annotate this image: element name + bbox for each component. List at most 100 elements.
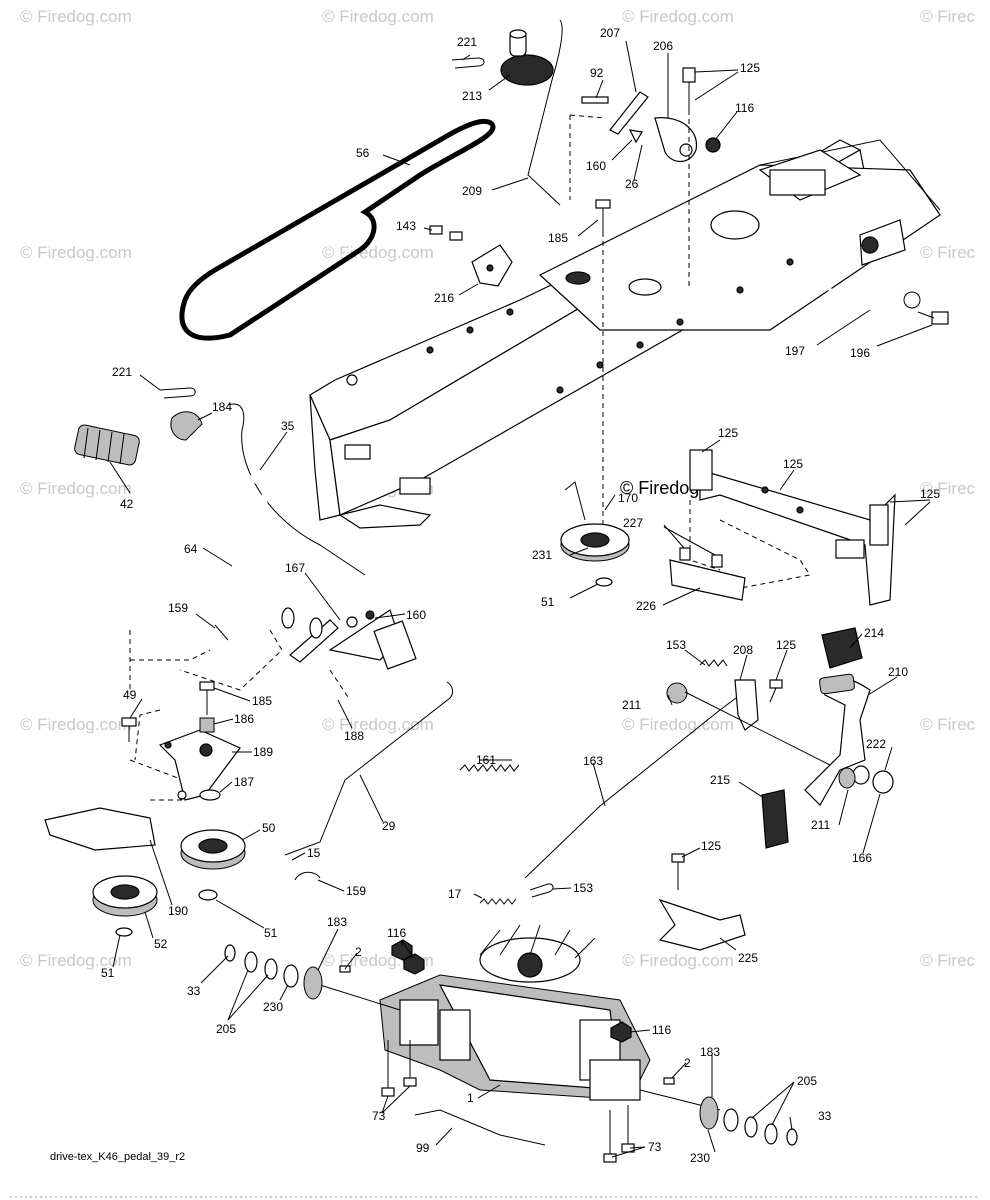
watermark-text: © Firedog.com bbox=[322, 715, 434, 734]
link-167 bbox=[281, 607, 417, 670]
callout-26: 26 bbox=[625, 177, 639, 191]
callout-125: 125 bbox=[701, 839, 721, 853]
callout-166: 166 bbox=[852, 851, 872, 865]
nut-51-top bbox=[595, 577, 613, 587]
callout-183: 183 bbox=[327, 915, 347, 929]
callout-125: 125 bbox=[718, 426, 738, 440]
clip-221-top bbox=[451, 57, 485, 69]
watermark-text: © Firec bbox=[920, 243, 976, 262]
transaxle-1 bbox=[319, 924, 721, 1111]
callout-2: 2 bbox=[355, 945, 362, 959]
callout-116: 116 bbox=[387, 926, 406, 940]
callout-143: 143 bbox=[396, 219, 416, 233]
part-drawings bbox=[44, 19, 949, 1163]
callout-29: 29 bbox=[382, 819, 396, 833]
callout-116: 116 bbox=[652, 1023, 671, 1037]
watermark-text: © Firedog.com bbox=[622, 715, 734, 734]
callout-153: 153 bbox=[573, 881, 593, 895]
callout-51: 51 bbox=[264, 926, 278, 940]
bracket-216 bbox=[429, 225, 513, 287]
washer-187 bbox=[199, 789, 221, 801]
callout-labels: 221 213 207 206 125 92 116 56 160 26 209… bbox=[101, 26, 940, 1165]
callout-185: 185 bbox=[252, 694, 272, 708]
callout-185: 185 bbox=[548, 231, 568, 245]
callout-51: 51 bbox=[541, 595, 555, 609]
callout-64: 64 bbox=[184, 542, 198, 556]
lift-rod-209 bbox=[527, 19, 563, 206]
grip-42 bbox=[74, 424, 140, 466]
callout-222: 222 bbox=[866, 737, 886, 751]
watermark-text: © Firec bbox=[920, 715, 976, 734]
pin-159 bbox=[214, 624, 229, 641]
pulley-52 bbox=[92, 875, 158, 917]
bolt-185-top bbox=[595, 199, 611, 232]
axle-hardware-right bbox=[610, 1021, 798, 1146]
mount-bracket bbox=[689, 449, 896, 606]
watermark-text: © Firec bbox=[920, 7, 976, 26]
rod-29 bbox=[284, 681, 454, 856]
bolt-125-upper-pedal bbox=[769, 679, 783, 703]
callout-99: 99 bbox=[416, 1141, 430, 1155]
tractor-frame bbox=[309, 139, 941, 529]
callout-17: 17 bbox=[448, 887, 462, 901]
watermark-text: © Firedog.com bbox=[20, 951, 132, 970]
callout-125: 125 bbox=[776, 638, 796, 652]
callout-230: 230 bbox=[263, 1000, 283, 1014]
watermark-text: © Firedog.com bbox=[20, 243, 132, 262]
callout-205: 205 bbox=[797, 1074, 817, 1088]
bolt-125-lower bbox=[671, 853, 685, 890]
linkage-207-206 bbox=[581, 67, 721, 163]
callout-92: 92 bbox=[590, 66, 604, 80]
idler-bracket-189 bbox=[158, 729, 241, 801]
pedal-pad-214 bbox=[821, 627, 863, 669]
callout-188: 188 bbox=[344, 729, 364, 743]
drive-belt-56 bbox=[179, 118, 496, 341]
pedal-shaft bbox=[684, 691, 841, 771]
callout-216: 216 bbox=[434, 291, 454, 305]
callout-221: 221 bbox=[457, 35, 477, 49]
watermark-text: © Firec bbox=[920, 951, 976, 970]
callout-225: 225 bbox=[738, 951, 758, 965]
pulley-231 bbox=[560, 481, 630, 562]
callout-33: 33 bbox=[818, 1109, 832, 1123]
washer-222 bbox=[852, 765, 870, 785]
spring-17 bbox=[479, 898, 517, 905]
callout-167: 167 bbox=[285, 561, 305, 575]
dashed-guides bbox=[129, 110, 811, 840]
bracket-225 bbox=[658, 898, 746, 951]
callout-189: 189 bbox=[253, 745, 273, 759]
watermark-text: © Firec bbox=[920, 479, 976, 498]
callout-116: 116 bbox=[735, 101, 754, 115]
callout-159: 159 bbox=[346, 884, 366, 898]
watermark-text: © Firedog.com bbox=[622, 7, 734, 26]
bolt-49 bbox=[121, 717, 137, 742]
watermark-text: © Firedog.com bbox=[622, 951, 734, 970]
callout-211: 211 bbox=[622, 698, 641, 712]
callout-15: 15 bbox=[307, 846, 321, 860]
callout-56: 56 bbox=[356, 146, 370, 160]
callout-213: 213 bbox=[462, 89, 482, 103]
callout-73: 73 bbox=[648, 1140, 662, 1154]
callout-1: 1 bbox=[467, 1091, 474, 1105]
nut-51-bottom bbox=[115, 927, 133, 937]
callout-51: 51 bbox=[101, 966, 115, 980]
callout-125: 125 bbox=[920, 487, 940, 501]
callout-125: 125 bbox=[740, 61, 760, 75]
callout-231: 231 bbox=[532, 548, 552, 562]
spring-161 bbox=[459, 764, 520, 772]
bolts-73 bbox=[381, 1040, 635, 1163]
callout-73: 73 bbox=[372, 1109, 386, 1123]
bolt-196 bbox=[917, 311, 949, 325]
spacer-186 bbox=[199, 717, 215, 733]
pedal-210 bbox=[804, 673, 871, 806]
callout-206: 206 bbox=[653, 39, 673, 53]
watermark-text: © Firedog.com bbox=[20, 7, 132, 26]
callout-190: 190 bbox=[168, 904, 188, 918]
pedal-pad-215 bbox=[761, 789, 789, 849]
callout-197: 197 bbox=[785, 344, 805, 358]
knob-184 bbox=[170, 411, 203, 441]
watermark-text: © Firedog.com bbox=[20, 479, 132, 498]
bushing-211-right bbox=[838, 767, 856, 789]
rod-197 bbox=[828, 285, 921, 317]
